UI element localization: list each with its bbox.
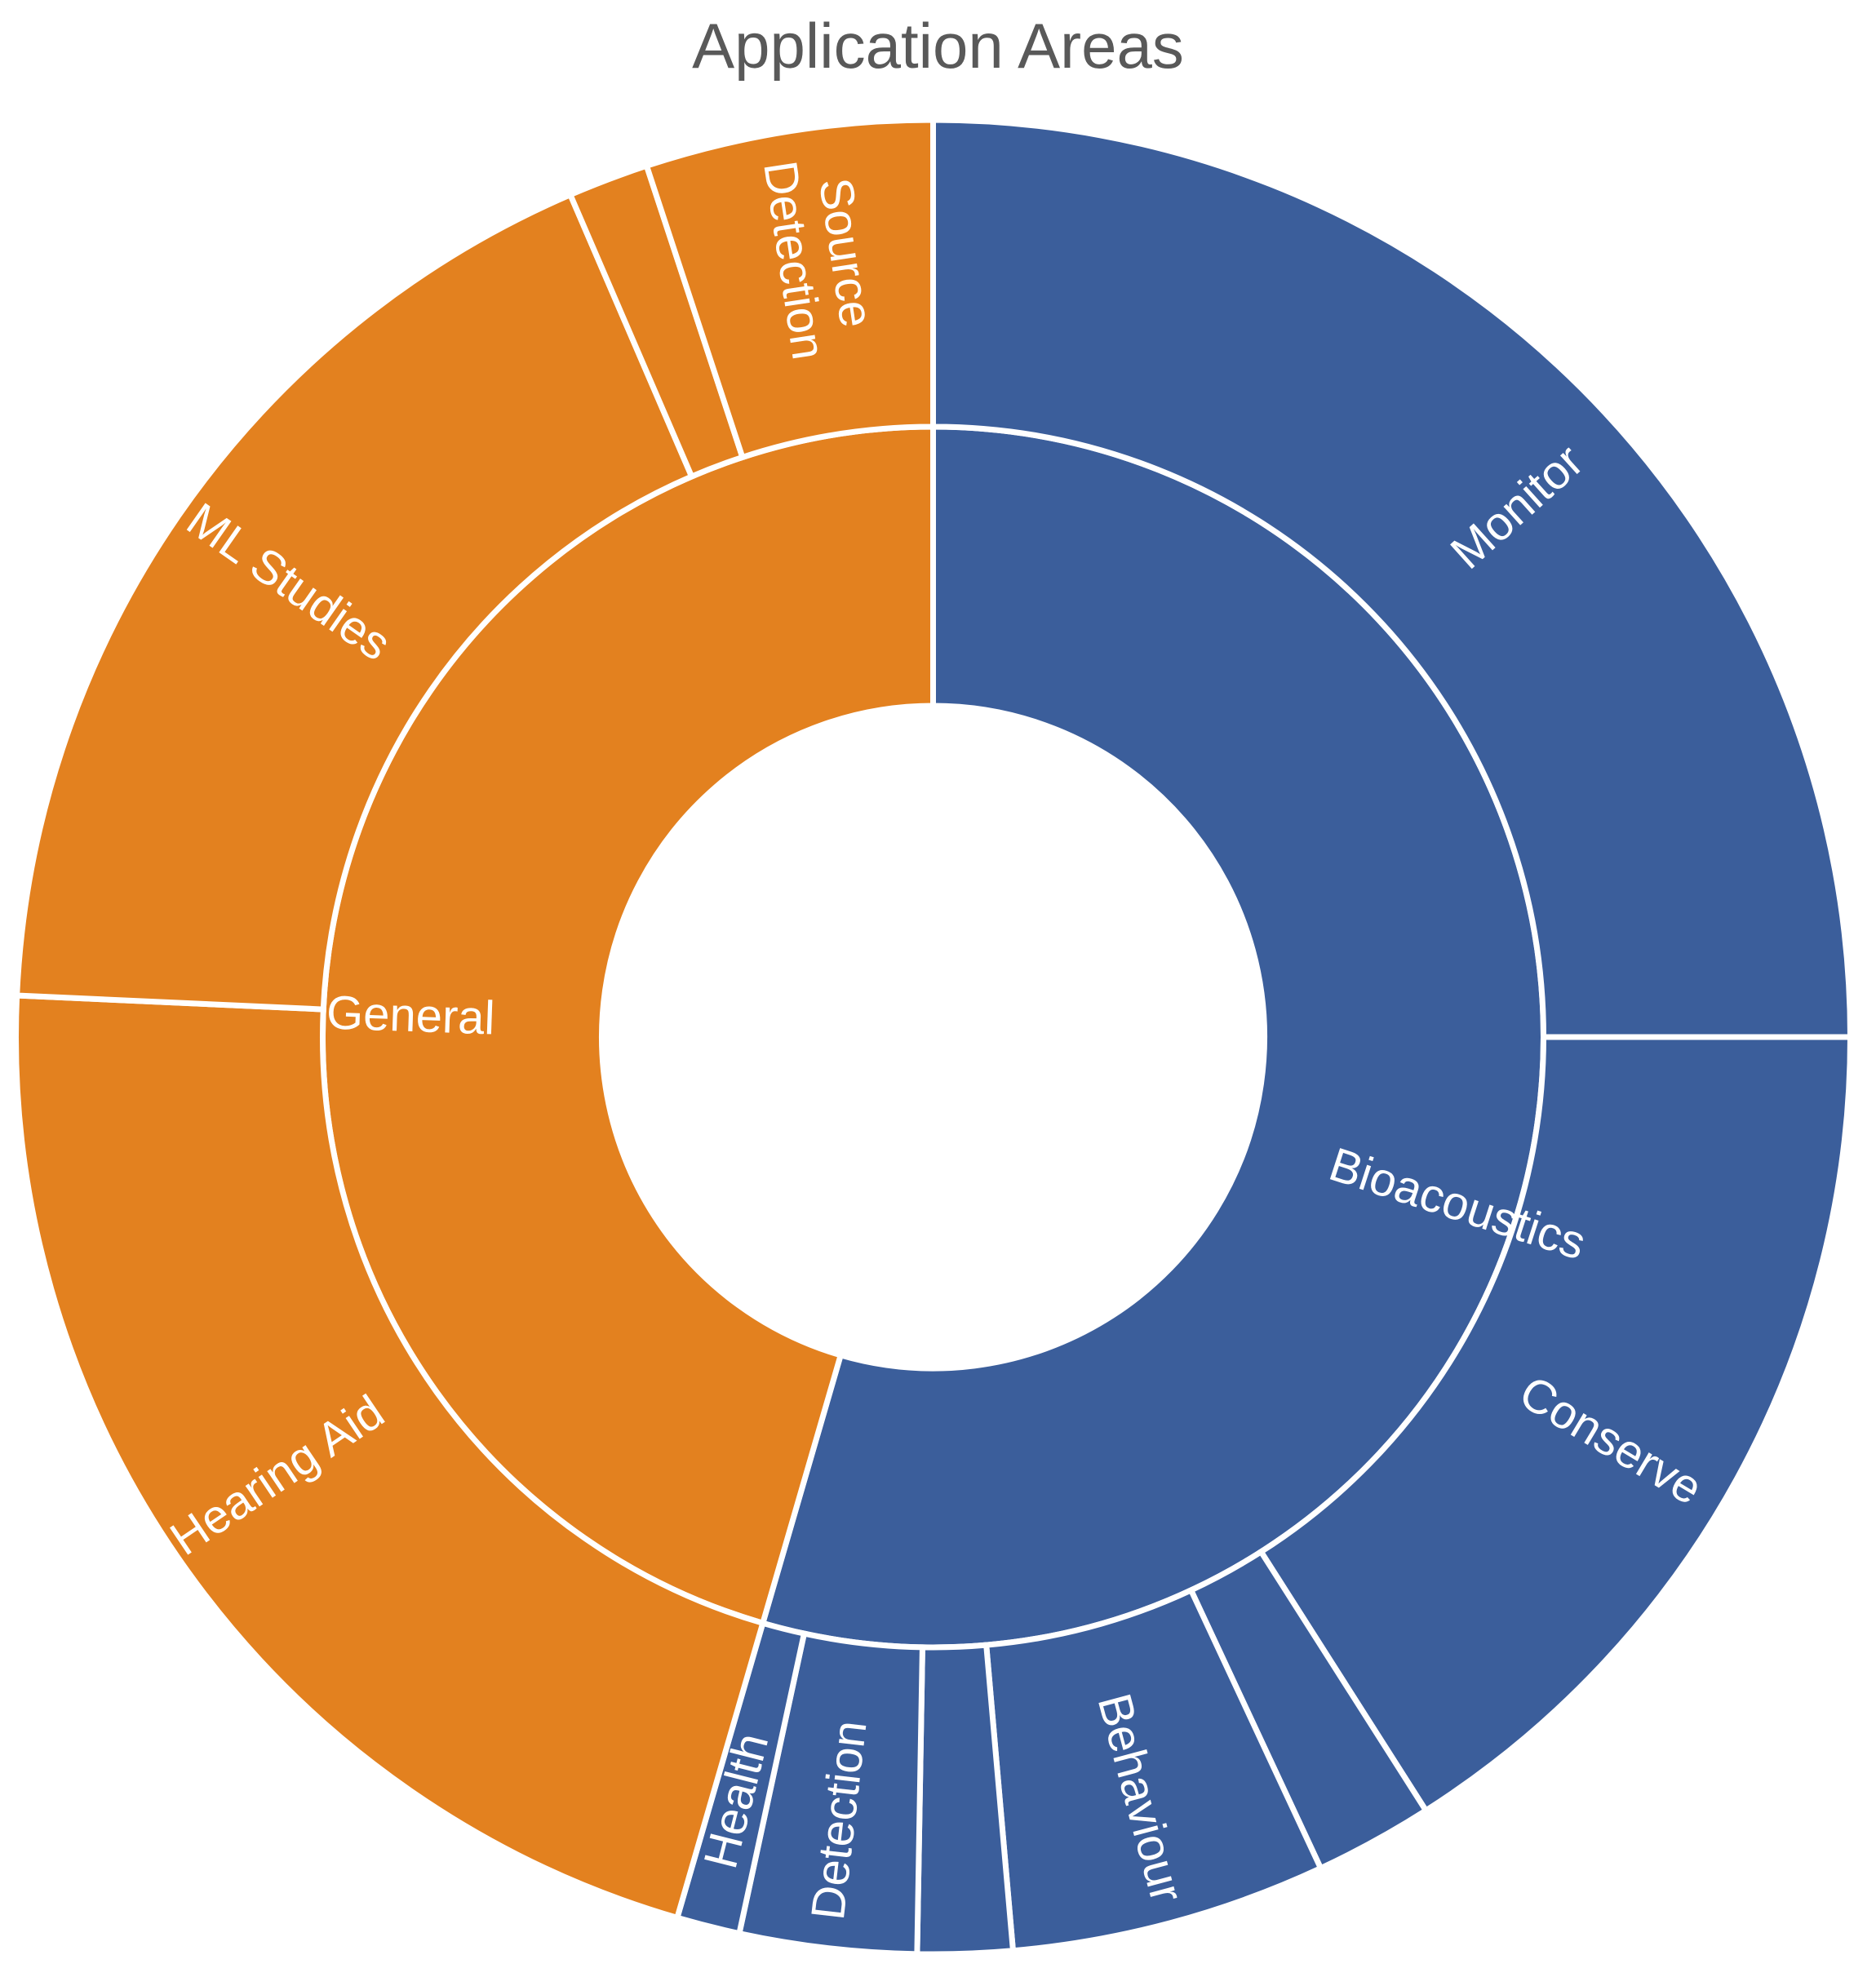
chart-title: Application Areas xyxy=(692,10,1184,82)
outer-slice-source-detection[interactable] xyxy=(643,117,936,461)
outer-slice-ml-studies[interactable] xyxy=(13,191,696,1013)
outer-slice-monitor[interactable] xyxy=(930,117,1854,1040)
outer-ring xyxy=(13,117,1854,1957)
outer-slice-conserve[interactable] xyxy=(1257,1034,1854,1815)
inner-label-general: General xyxy=(326,986,495,1044)
inner-ring xyxy=(320,423,1546,1651)
outer-slice-hearing-aid[interactable] xyxy=(13,992,767,1922)
